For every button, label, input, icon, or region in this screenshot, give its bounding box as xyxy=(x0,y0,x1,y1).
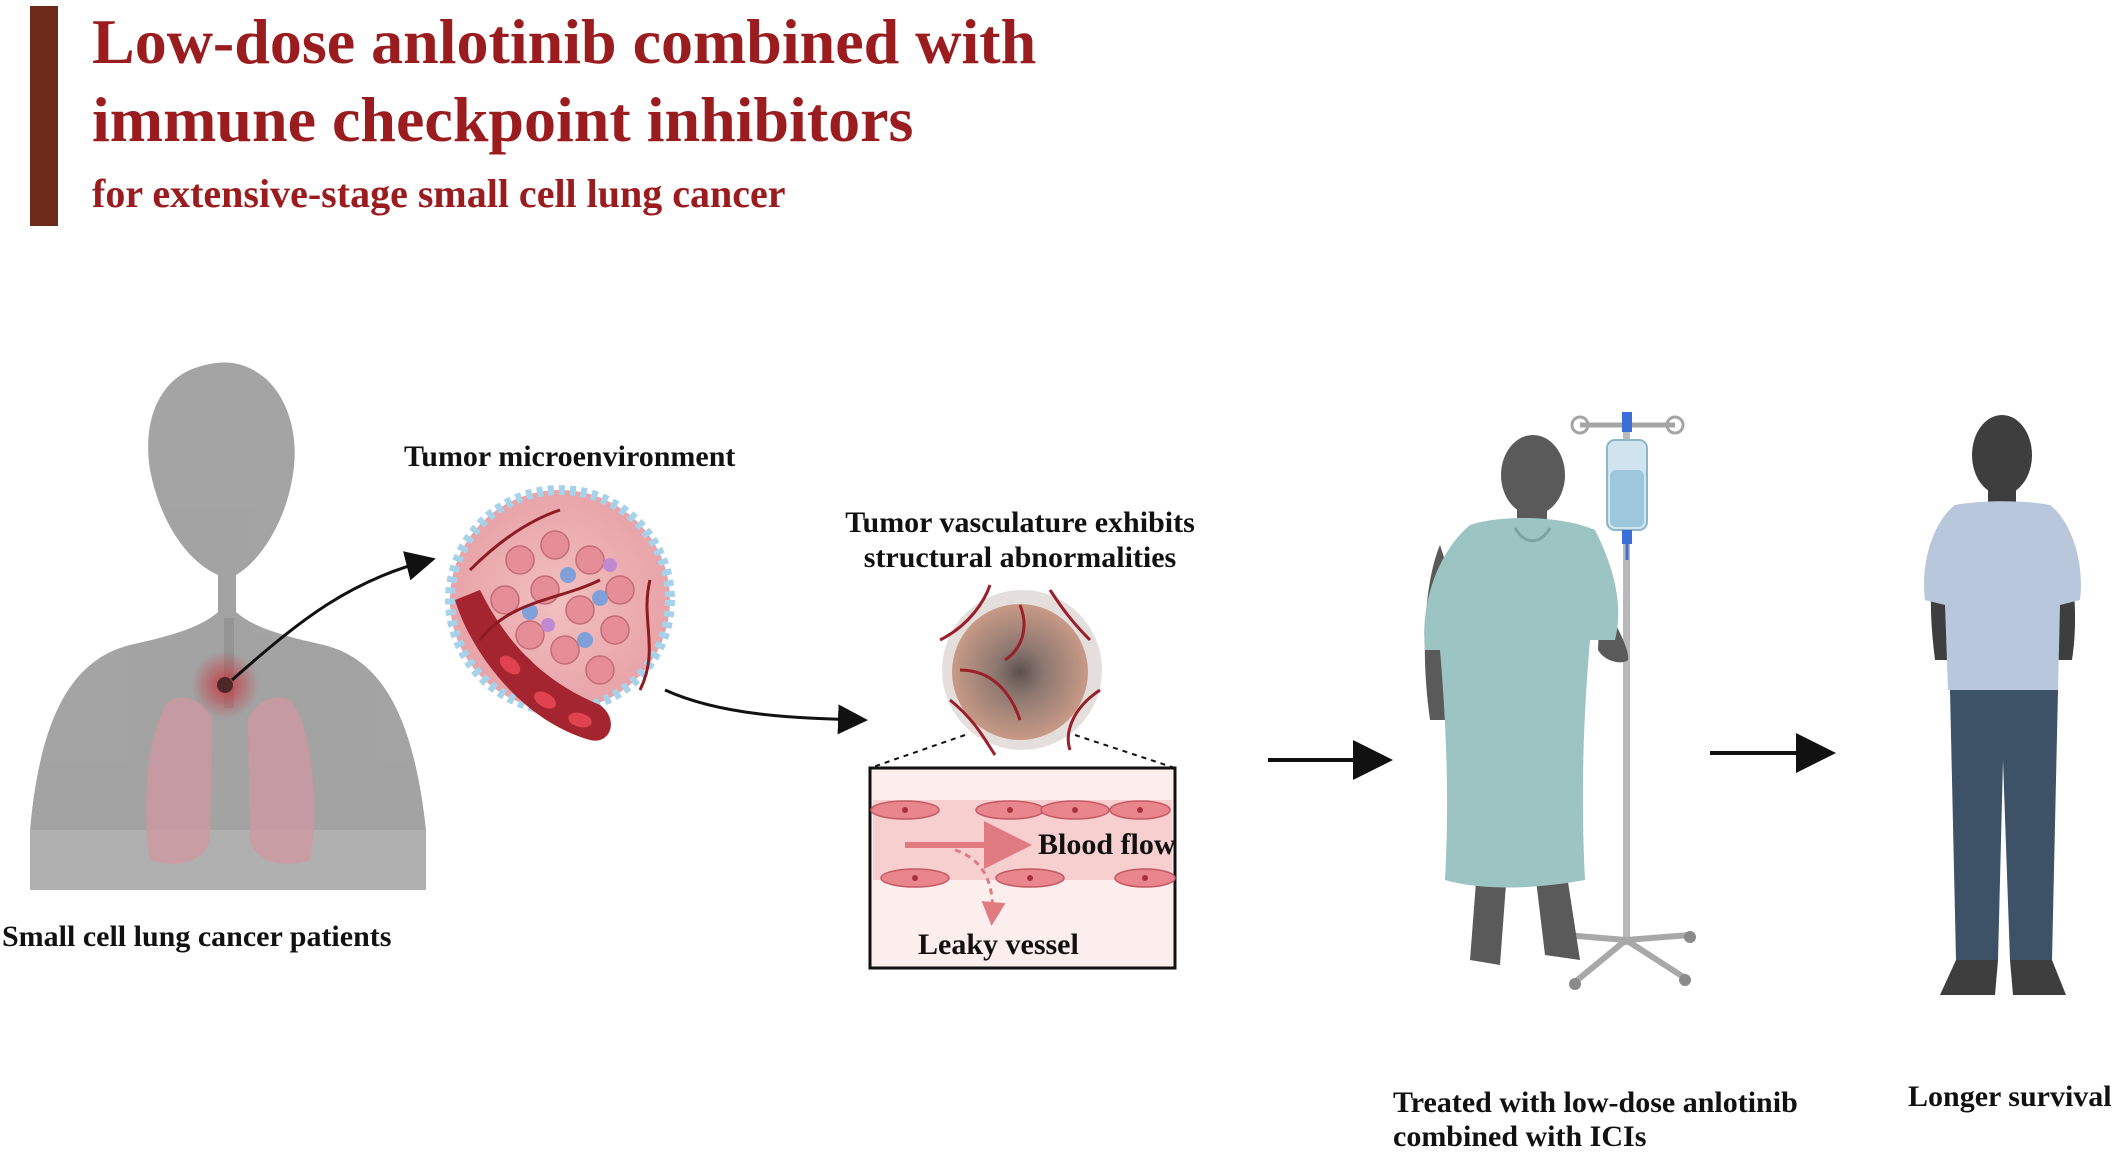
label-treated-line-2: combined with ICIs xyxy=(1393,1120,1647,1153)
label-leaky-vessel: Leaky vessel xyxy=(918,928,1079,961)
zoom-line-left xyxy=(869,734,966,769)
survivor-figure xyxy=(1924,415,2081,995)
arrow-tme-to-vasculature xyxy=(664,688,868,735)
label-survival: Longer survival xyxy=(1908,1080,2112,1113)
zoom-line-right xyxy=(1074,734,1176,769)
patient-with-iv-drip xyxy=(1424,412,1696,990)
label-vasculature-line-2: structural abnormalities xyxy=(863,541,1177,574)
leaky-vessel-inset xyxy=(868,766,1177,970)
title-line-1: Low-dose anlotinib combined with xyxy=(92,6,1037,77)
subtitle: for extensive-stage small cell lung canc… xyxy=(92,171,786,216)
label-patients: Small cell lung cancer patients xyxy=(2,920,392,953)
tumor-vasculature-image xyxy=(939,584,1102,756)
label-vasculature-line-1: Tumor vasculature exhibits xyxy=(845,506,1195,539)
patient-torso-figure xyxy=(30,362,426,890)
tumor-microenvironment-image xyxy=(445,485,675,741)
label-blood-flow: Blood flow xyxy=(1038,828,1176,861)
title-accent-bar xyxy=(30,6,58,226)
arrow-lung-to-tme xyxy=(231,551,436,682)
title-line-2: immune checkpoint inhibitors xyxy=(92,84,914,155)
label-treated-line-1: Treated with low-dose anlotinib xyxy=(1393,1086,1798,1119)
label-microenvironment: Tumor microenvironment xyxy=(404,440,736,473)
